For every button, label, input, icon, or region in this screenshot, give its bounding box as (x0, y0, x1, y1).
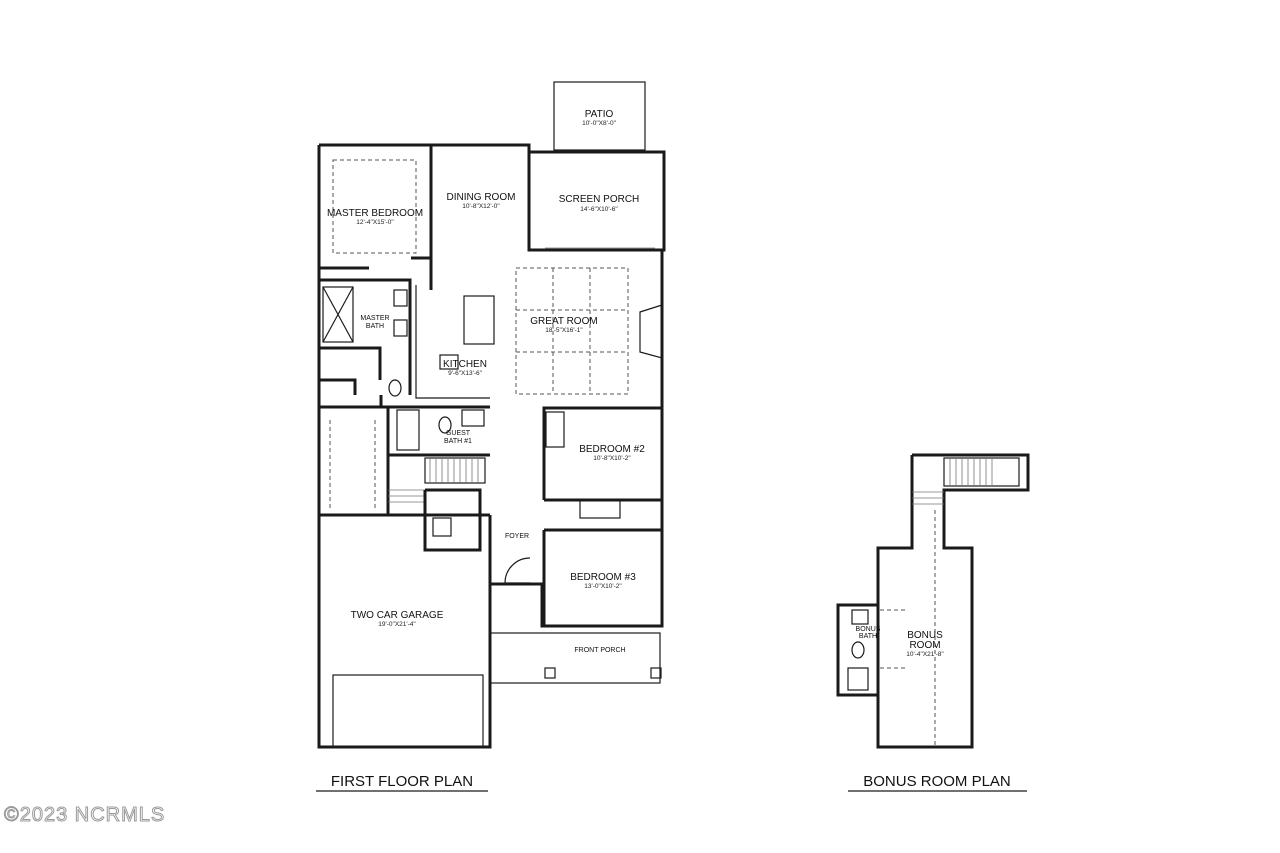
first-floor-plan: PATIO 10'-0"X8'-0" SCREEN PORCH 14'-6"X1… (316, 81, 666, 792)
screen-porch-dims: 14'-6"X10'-6" (580, 206, 618, 213)
staircase (388, 457, 486, 503)
fireplace (639, 304, 663, 359)
bonus-room-label-2: ROOM (909, 640, 940, 651)
garage-dims: 19'-0"X21'-4" (378, 621, 416, 628)
bonus-exterior-wall (836, 453, 1030, 749)
kitchen-dims: 9'-6"X13'-6" (448, 370, 483, 377)
bonus-bath-label: BONUS (856, 626, 881, 633)
bonus-staircase (912, 457, 1020, 505)
patio-outline (553, 81, 646, 151)
master-bedroom-label: MASTER BEDROOM (327, 208, 423, 219)
great-room-ceiling-grid (515, 267, 629, 395)
guest-bath-label-2: BATH #1 (444, 438, 472, 445)
garage-label: TWO CAR GARAGE (351, 610, 444, 621)
great-room-label: GREAT ROOM (530, 316, 597, 327)
bonus-bath-label-2: BATH (859, 633, 877, 640)
bonus-room-label: BONUS (907, 630, 943, 641)
bedroom3-label: BEDROOM #3 (570, 572, 636, 583)
master-bath-label-2: BATH (366, 323, 384, 330)
great-room-dims: 18'-5"X16'-1" (545, 327, 583, 334)
bonus-room-plan: BONUS ROOM 10'-4"X21'-8" BONUS BATH BONU… (836, 453, 1030, 792)
foyer-label: FOYER (505, 533, 529, 540)
screen-porch-label: SCREEN PORCH (559, 194, 640, 205)
front-porch-label: FRONT PORCH (574, 647, 625, 654)
screen-porch-wall (527, 152, 664, 252)
patio-label: PATIO (585, 109, 614, 120)
kitchen-label: KITCHEN (443, 359, 487, 370)
exterior-wall-left (317, 145, 492, 749)
front-porch-outline (489, 632, 661, 684)
dining-room-label: DINING ROOM (447, 192, 516, 203)
dining-room-dims: 10'-8"X12'-0" (462, 203, 500, 210)
master-bedroom-ceiling-dash (332, 159, 417, 254)
exterior-wall-front (490, 408, 664, 628)
bonus-room-plan-title: BONUS ROOM PLAN (863, 773, 1011, 790)
watermark: ©2023 NCRMLS (4, 804, 165, 826)
bedroom2-label: BEDROOM #2 (579, 444, 645, 455)
kitchen-island (463, 295, 495, 345)
guest-bath-label: GUEST (446, 430, 471, 437)
first-floor-plan-title: FIRST FLOOR PLAN (331, 773, 473, 790)
garage-door (332, 674, 484, 748)
exterior-wall (319, 143, 666, 408)
bonus-room-dims: 10'-4"X21'-8" (906, 651, 944, 658)
bedroom3-dims: 13'-0"X10'-2" (584, 583, 622, 590)
master-bath-label: MASTER (360, 315, 389, 322)
bedroom2-dims: 10'-8"X10'-2" (593, 455, 631, 462)
master-bedroom-dims: 12'-4"X15'-0" (356, 219, 394, 226)
master-bedroom-wall (411, 145, 433, 260)
patio-dims: 10'-0"X8'-0" (582, 120, 617, 127)
